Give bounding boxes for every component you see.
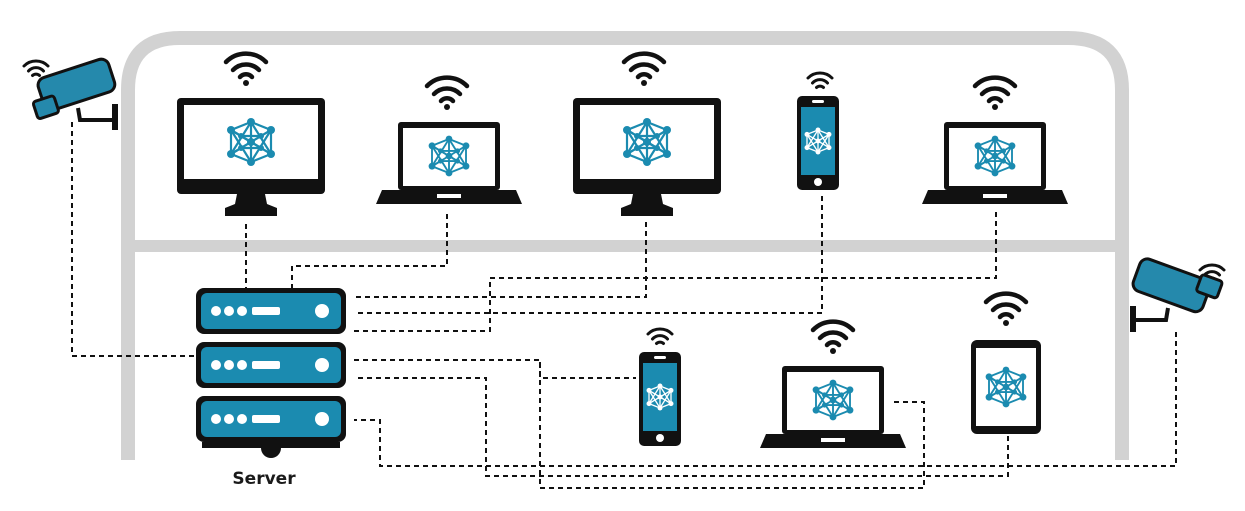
wifi-icon [22,59,50,77]
link-laptop-3 [539,360,925,489]
wifi-icon [646,327,674,345]
device-camera-left[interactable] [22,55,120,130]
wifi-icon [986,294,1026,326]
building-outline [121,31,1129,460]
smartphone-icon [637,350,683,448]
link-camera-left [71,122,196,357]
connection-lines [71,122,1177,489]
wifi-icon [226,54,266,86]
link-monitor-2 [354,222,647,298]
smartphone-icon [795,94,841,192]
link-phone-1 [354,196,823,314]
laptop-icon [922,122,1068,204]
device-tablet-1[interactable] [971,294,1041,434]
laptop-icon [760,366,906,448]
desktop-monitor-icon [177,98,325,216]
link-tablet-1 [354,377,1009,477]
device-laptop-1[interactable] [376,78,522,204]
wifi-icon [806,71,834,89]
cctv-camera-icon [24,55,120,130]
server-rack[interactable] [196,288,346,458]
desktop-monitor-icon [573,98,721,216]
wifi-icon [813,322,853,354]
wifi-icon [427,78,467,110]
wifi-icon [975,78,1015,110]
device-phone-2[interactable] [637,327,683,448]
device-phone-1[interactable] [795,71,841,192]
server-unit-1 [196,288,346,334]
device-laptop-3[interactable] [760,322,906,448]
tablet-icon [971,340,1041,434]
wifi-icon [624,54,664,86]
laptop-icon [376,122,522,204]
link-laptop-2 [354,212,997,332]
device-monitor-1[interactable] [177,54,325,216]
device-camera-right[interactable] [1129,251,1226,332]
server-unit-2 [196,342,346,388]
link-phone-2 [354,359,636,379]
device-laptop-2[interactable] [922,78,1068,204]
link-laptop-1 [291,214,448,290]
link-camera-right [354,332,1177,467]
device-monitor-2[interactable] [573,54,721,216]
cctv-camera-icon [1129,251,1225,332]
server-unit-3 [196,396,346,442]
server-label: Server [232,469,296,489]
